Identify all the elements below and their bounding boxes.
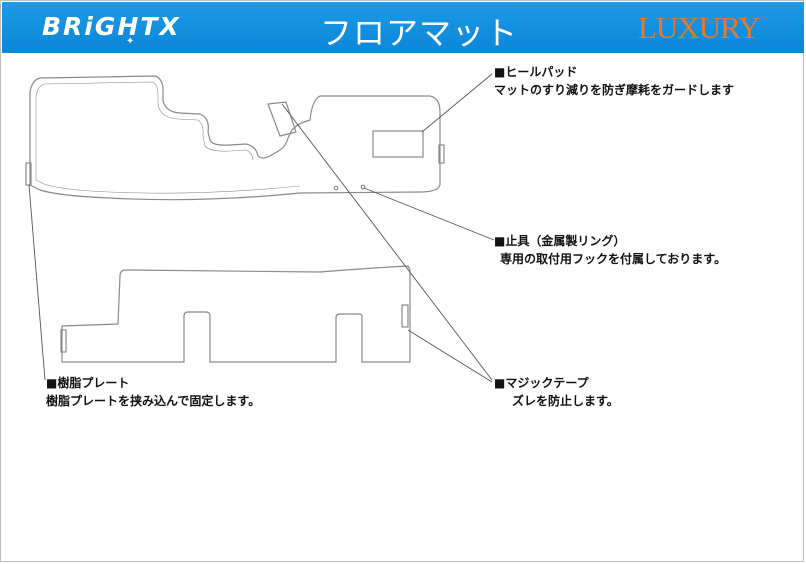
- callout-heel-pad: ■ヒールパッド マットのすり減りを防ぎ摩耗をガードします: [494, 63, 734, 99]
- rear-mat-outline: [61, 265, 411, 363]
- leader-velcro-2: [407, 329, 493, 383]
- grade-label: LUXURY: [638, 10, 760, 45]
- leader-resin-plate: [28, 184, 46, 381]
- front-mat-outline: [29, 75, 441, 201]
- velcro-tab-rear-right: [401, 304, 409, 328]
- callout-resin-plate: ■樹脂プレート 樹脂プレートを挟み込んで固定します。: [46, 374, 260, 410]
- callout-resin-plate-desc: 樹脂プレートを挟み込んで固定します。: [46, 394, 261, 408]
- leader-fastener: [363, 187, 495, 241]
- callout-fastener: ■止具（金属製リング） 専用の取付用フックを付属しております。: [494, 232, 726, 268]
- heel-pad: [372, 130, 424, 158]
- logo-sparkle-icon: ✦: [126, 36, 135, 47]
- callout-fastener-title: ■止具（金属製リング）: [494, 234, 626, 248]
- callout-heel-pad-title: ■ヒールパッド: [494, 65, 578, 79]
- page-title: フロアマット: [320, 14, 519, 52]
- callout-fastener-desc: 専用の取付用フックを付属しております。: [500, 252, 727, 266]
- leader-heel-pad: [421, 73, 493, 133]
- fastener-ring-2: [360, 184, 366, 190]
- velcro-tab-rear-left: [60, 329, 67, 353]
- header-bar: BRiGHTX ✦ フロアマット LUXURY: [2, 2, 804, 53]
- fastener-ring-1: [333, 185, 339, 191]
- callout-resin-plate-title: ■樹脂プレート: [46, 376, 130, 390]
- velcro-tab-right: [438, 144, 445, 164]
- callout-velcro: ■マジックテープ ズレを防止します。: [494, 374, 619, 410]
- callout-velcro-desc: ズレを防止します。: [512, 394, 619, 408]
- callout-velcro-title: ■マジックテープ: [494, 376, 589, 390]
- velcro-tab-left: [25, 162, 32, 186]
- leader-velcro-1: [281, 103, 493, 381]
- front-mat-stitch: [35, 81, 301, 194]
- foot-rest-piece: [267, 101, 297, 137]
- callout-heel-pad-desc: マットのすり減りを防ぎ摩耗をガードします: [494, 83, 735, 97]
- brand-logo: BRiGHTX: [42, 12, 181, 41]
